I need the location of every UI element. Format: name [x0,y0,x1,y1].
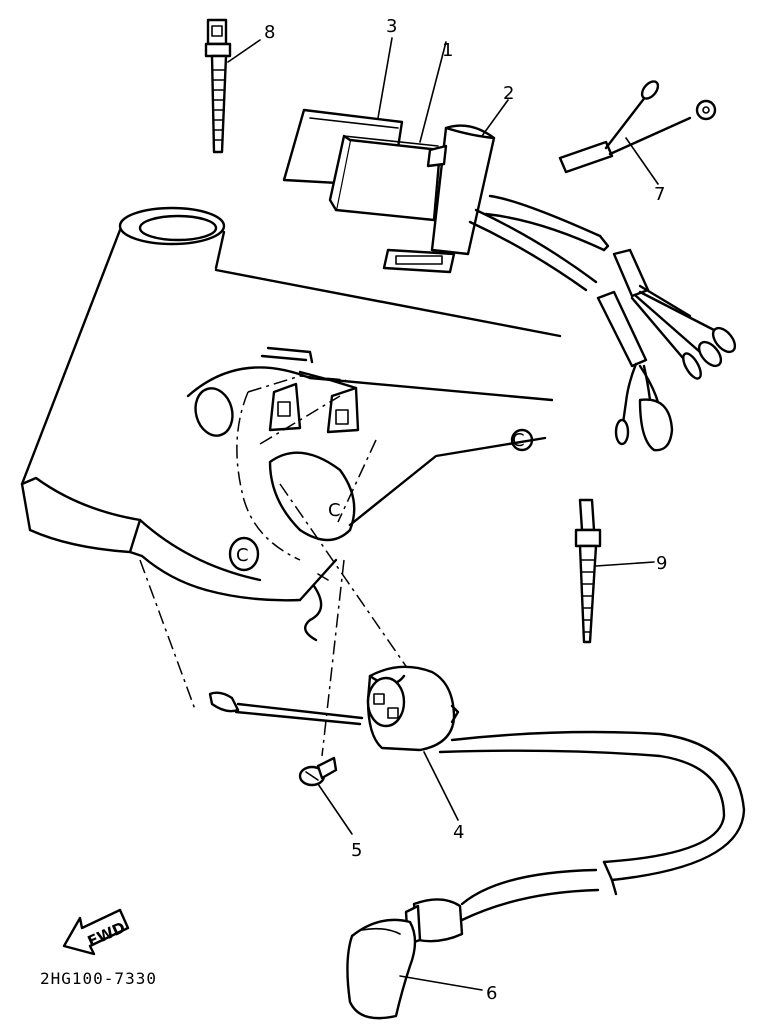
svg-text:C: C [328,500,341,521]
callout-4: 4 [453,822,464,843]
part-7-lead-wire [558,80,717,174]
callout-9: 9 [656,553,667,574]
callout-3: 3 [386,16,397,37]
callout-numbers: 8 3 1 2 7 9 4 5 6 [264,16,667,1004]
callout-7: 7 [654,184,665,205]
callout-5: 5 [351,840,362,861]
part-6-plug-cap [346,898,464,1020]
frame-head-tube: C C C [20,206,562,642]
part-5-screw [298,756,338,787]
assembly-leader-lines [139,395,411,757]
svg-text:C: C [512,430,525,451]
part-4-ignition-coil [208,665,746,922]
part-8-cable-tie [204,18,232,154]
callout-6: 6 [486,983,497,1004]
part-9-cable-tie [574,498,602,644]
drawing-code: 2HG100-7330 [40,969,157,988]
forward-direction-arrow: FWD [62,908,130,956]
part-2-band [382,124,496,274]
svg-text:C: C [236,545,249,566]
callout-8: 8 [264,22,275,43]
callout-leader-lines [227,37,659,991]
cdi-wire-harness [468,194,737,452]
callout-1: 1 [442,40,453,61]
part-1-cdi-unit [328,134,442,222]
callout-2: 2 [503,83,514,104]
